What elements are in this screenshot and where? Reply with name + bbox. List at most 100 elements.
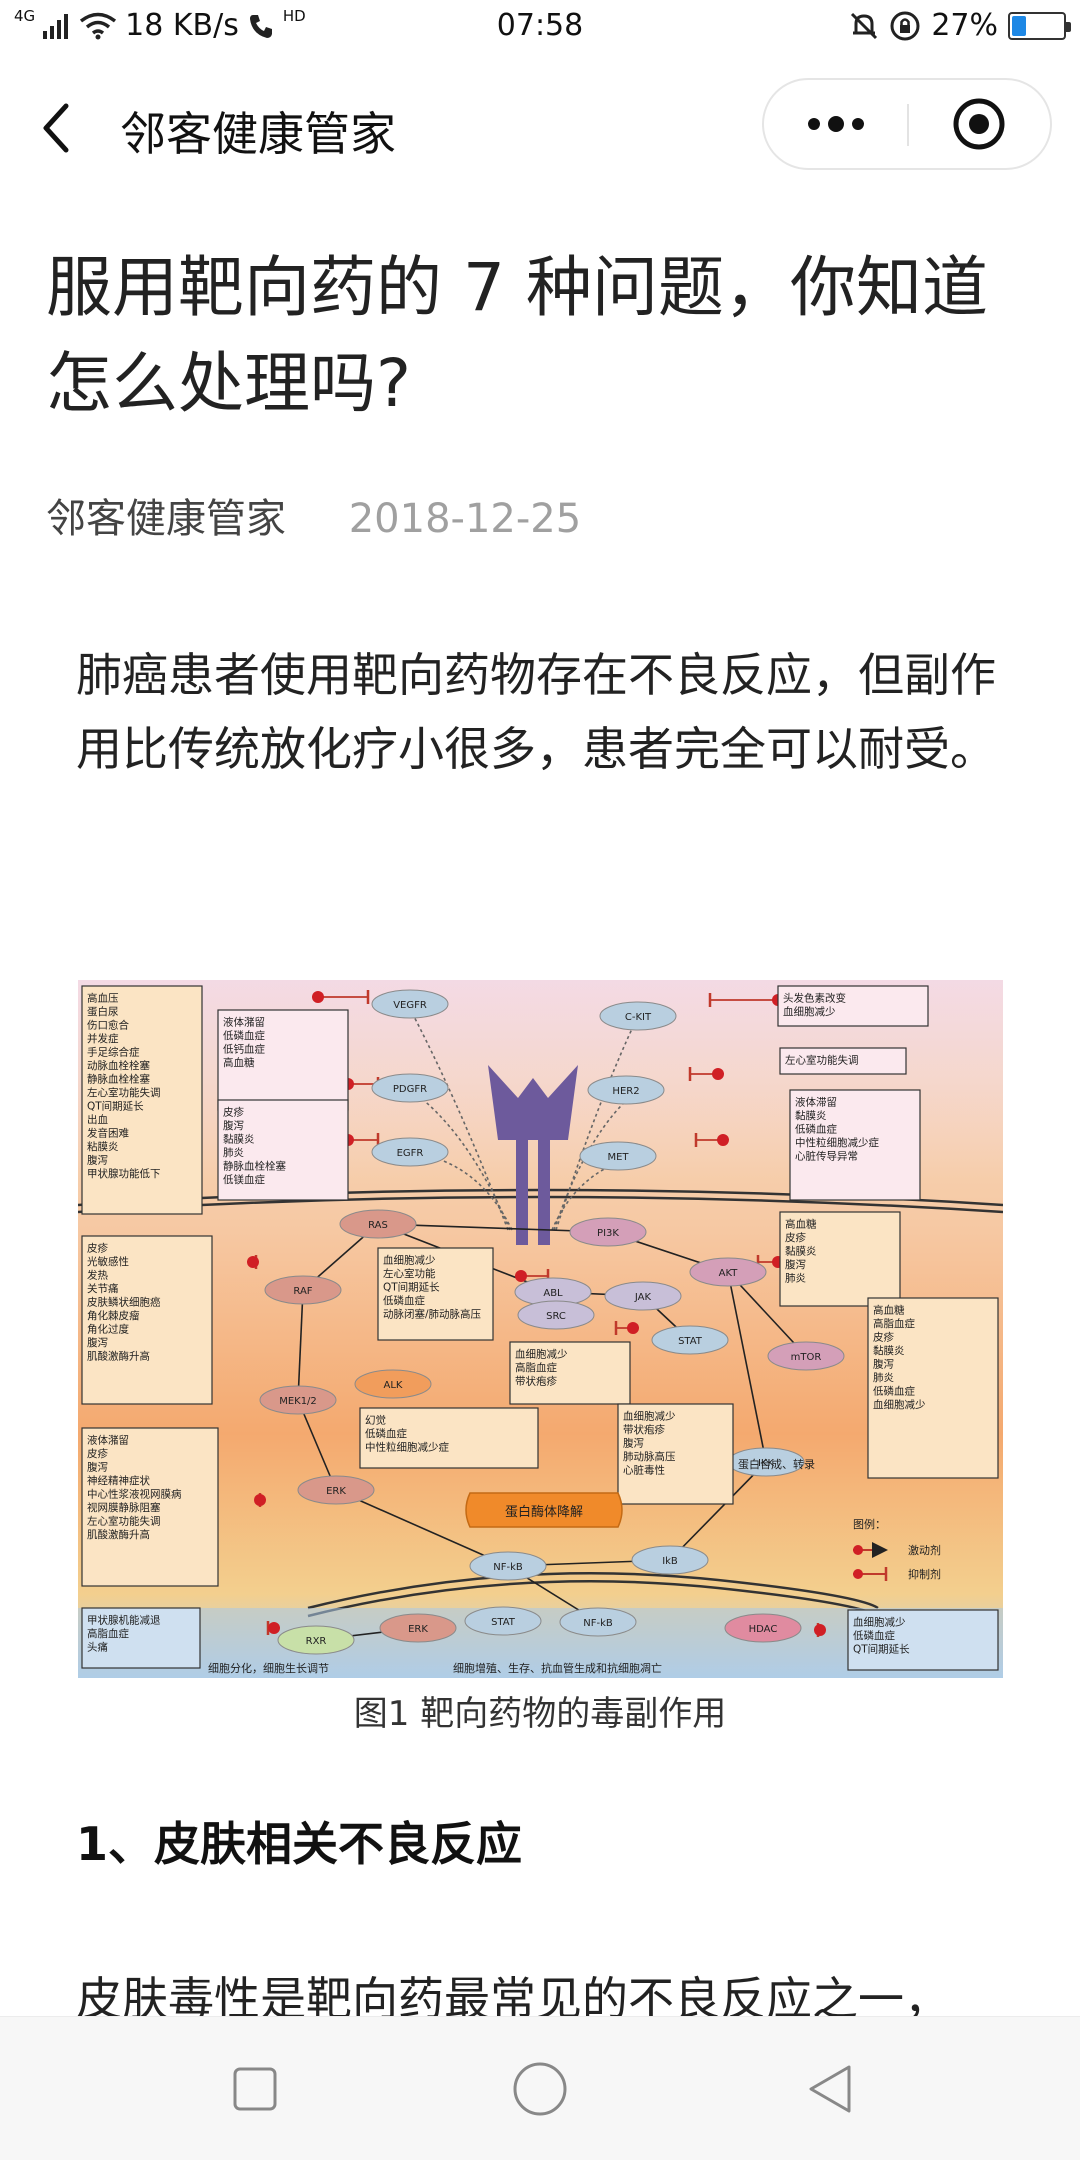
back-arrow-icon: [43, 103, 69, 153]
clock: 07:58: [496, 8, 584, 43]
svg-text:腹泻: 腹泻: [87, 1336, 108, 1349]
pathway-edge: [297, 1399, 338, 1492]
svg-text:血细胞减少: 血细胞减少: [383, 1253, 436, 1266]
pathway-node-her2: HER2: [587, 1075, 665, 1105]
battery-fill: [1012, 15, 1026, 36]
status-bar: 4G 18 KB/s HD 07:58 27%: [0, 0, 1080, 58]
home-button[interactable]: [490, 2047, 590, 2131]
svg-text:神经精神症状: 神经精神症状: [87, 1474, 150, 1487]
svg-text:液体滞留: 液体滞留: [795, 1095, 837, 1108]
svg-text:RXR: RXR: [306, 1636, 327, 1647]
svg-text:QT间期延长: QT间期延长: [87, 1099, 144, 1112]
inhibitor-marker: [312, 990, 370, 1004]
svg-text:肺炎: 肺炎: [785, 1272, 806, 1284]
article-author[interactable]: 邻客健康管家: [46, 496, 286, 542]
svg-text:低磷血症: 低磷血症: [873, 1384, 915, 1397]
svg-text:发热: 发热: [87, 1268, 108, 1281]
legend-inhibitor: 抑制剂: [908, 1567, 941, 1581]
svg-text:腹泻: 腹泻: [873, 1357, 894, 1370]
svg-text:甲状腺机能减退: 甲状腺机能减退: [87, 1613, 161, 1626]
svg-text:HER2: HER2: [612, 1086, 639, 1097]
svg-text:肺动脉高压: 肺动脉高压: [623, 1450, 676, 1463]
more-button[interactable]: [764, 80, 907, 168]
pathway-edge: [335, 1489, 510, 1568]
svg-text:RAS: RAS: [368, 1220, 388, 1231]
svg-text:腹泻: 腹泻: [623, 1436, 644, 1449]
svg-text:HDAC: HDAC: [749, 1624, 778, 1635]
back-nav-button[interactable]: [780, 2047, 880, 2131]
article-title: 服用靶向药的 7 种问题，你知道怎么处理吗?: [46, 249, 988, 422]
side-effect-box-b5: 左心室功能失调: [779, 1047, 907, 1075]
svg-text:高脂血症: 高脂血症: [873, 1317, 915, 1330]
svg-text:mTOR: mTOR: [791, 1352, 822, 1363]
svg-text:C-KIT: C-KIT: [625, 1012, 652, 1023]
pathway-node-mtor: mTOR: [767, 1341, 845, 1371]
svg-text:肌酸激酶升高: 肌酸激酶升高: [87, 1528, 150, 1541]
pathway-edge: [669, 1461, 767, 1561]
svg-text:SRC: SRC: [546, 1311, 566, 1322]
svg-text:高血压: 高血压: [87, 991, 119, 1004]
svg-text:视网膜静脉阻塞: 视网膜静脉阻塞: [87, 1501, 161, 1514]
nav-title: 邻客健康管家: [120, 107, 396, 161]
svg-text:中性粒细胞减少症: 中性粒细胞减少症: [365, 1440, 449, 1453]
svg-text:肺炎: 肺炎: [223, 1147, 244, 1159]
back-triangle-icon: [809, 2065, 851, 2113]
svg-text:黏膜炎: 黏膜炎: [785, 1244, 817, 1257]
svg-text:NF-kB: NF-kB: [493, 1562, 523, 1573]
svg-text:静脉血栓栓塞: 静脉血栓栓塞: [87, 1072, 150, 1085]
side-effect-box-b14: 液体潴留皮疹腹泻神经精神症状中心性浆液视网膜病视网膜静脉阻塞左心室功能失调肌酸激…: [81, 1427, 219, 1587]
svg-text:头发色素改变: 头发色素改变: [783, 991, 846, 1004]
svg-text:QT间期延长: QT间期延长: [853, 1642, 910, 1655]
wifi-icon: [80, 12, 117, 39]
more-dots-icon: [807, 116, 864, 132]
legend-activator: 激动剂: [908, 1543, 941, 1557]
svg-text:高脂血症: 高脂血症: [515, 1361, 557, 1374]
rotation-lock-icon: [890, 11, 920, 40]
pathway-node-vegfr: VEGFR: [371, 989, 449, 1019]
svg-text:低磷血症: 低磷血症: [853, 1629, 895, 1642]
svg-text:光敏感性: 光敏感性: [87, 1255, 129, 1268]
recents-button[interactable]: [205, 2047, 305, 2131]
svg-text:粘膜炎: 粘膜炎: [87, 1140, 119, 1153]
pathway-node-pdgfr: PDGFR: [371, 1073, 449, 1103]
back-button[interactable]: [36, 98, 80, 158]
section-heading: 1、皮肤相关不良反应: [76, 1817, 523, 1871]
svg-text:高血糖: 高血糖: [873, 1303, 905, 1316]
svg-text:关节痛: 关节痛: [87, 1282, 119, 1295]
svg-text:低磷血症: 低磷血症: [795, 1122, 837, 1135]
svg-text:中心性浆液视网膜病: 中心性浆液视网膜病: [87, 1487, 182, 1500]
svg-text:EGFR: EGFR: [397, 1148, 424, 1159]
svg-text:ERK: ERK: [408, 1624, 428, 1635]
svg-text:肌酸激酶升高: 肌酸激酶升高: [87, 1349, 150, 1362]
svg-text:高血糖: 高血糖: [785, 1217, 817, 1230]
recents-square-icon: [233, 2067, 277, 2111]
pathway-node-egfr: EGFR: [371, 1137, 449, 1167]
svg-text:手足综合症: 手足综合症: [87, 1045, 140, 1058]
figure-caption: 图1 靶向药物的毒副作用: [353, 1694, 727, 1734]
svg-text:黏膜炎: 黏膜炎: [795, 1109, 827, 1122]
system-nav-bar: [0, 2016, 1080, 2160]
svg-text:幻觉: 幻觉: [365, 1413, 386, 1426]
svg-text:静脉血栓栓塞: 静脉血栓栓塞: [223, 1159, 286, 1172]
inhibitor-marker: [614, 1321, 639, 1335]
svg-text:高血糖: 高血糖: [223, 1056, 255, 1069]
svg-text:皮肤鳞状细胞癌: 皮肤鳞状细胞癌: [87, 1295, 161, 1308]
svg-text:NF-kB: NF-kB: [583, 1618, 613, 1629]
hd-label: HD: [282, 6, 306, 25]
svg-text:低磷血症: 低磷血症: [383, 1294, 425, 1307]
pathway-node-erk1: ERK: [297, 1475, 375, 1505]
svg-text:肺炎: 肺炎: [873, 1372, 894, 1384]
close-miniprogram-button[interactable]: [907, 80, 1050, 168]
legend-title: 图例：: [853, 1517, 886, 1531]
side-effect-box-b1: 高血压蛋白尿伤口愈合并发症手足综合症动脉血栓栓塞静脉血栓栓塞左心室功能失调QT间…: [81, 985, 203, 1215]
svg-text:皮疹: 皮疹: [87, 1241, 108, 1254]
svg-text:RAF: RAF: [293, 1286, 312, 1297]
battery-icon: [1008, 11, 1071, 40]
